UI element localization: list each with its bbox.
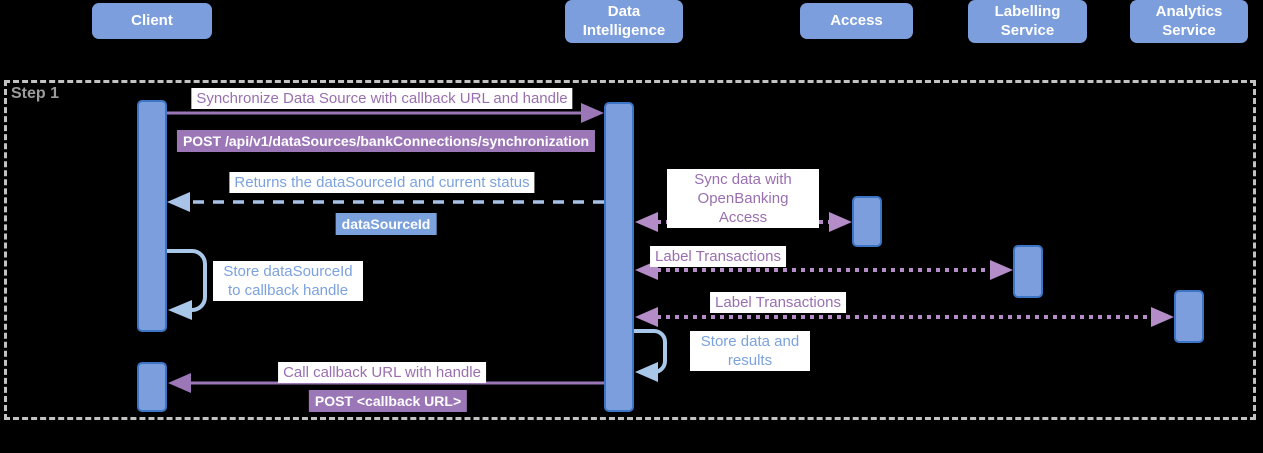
actor-access: Access xyxy=(800,3,913,39)
activation-bar-access xyxy=(852,196,882,247)
message-sync-response-badge: dataSourceId xyxy=(335,213,437,235)
message-label-transactions-labelling: Label Transactions xyxy=(650,246,786,267)
actor-labelling-service: Labelling Service xyxy=(968,0,1087,43)
actor-client: Client xyxy=(92,3,212,39)
message-store-datasourceid-label: Store dataSourceId to callback handle xyxy=(213,261,363,301)
message-label-transactions-analytics: Label Transactions xyxy=(710,292,846,313)
activation-bar-labelling-service xyxy=(1013,245,1043,298)
message-sync-request-label: Synchronize Data Source with callback UR… xyxy=(191,88,573,109)
message-callback-label: Call callback URL with handle xyxy=(278,362,486,383)
activation-bar-client-2 xyxy=(137,362,167,412)
message-sync-response-label: Returns the dataSourceId and current sta… xyxy=(229,172,535,193)
message-openbanking-sync-label: Sync data with OpenBanking Access xyxy=(667,169,819,228)
activation-bar-analytics-service xyxy=(1174,290,1204,343)
activation-bar-data-intelligence xyxy=(604,102,634,412)
step-frame-label: Step 1 xyxy=(11,85,60,102)
activation-bar-client-1 xyxy=(137,100,167,332)
message-sync-request-badge: POST /api/v1/dataSources/bankConnections… xyxy=(176,130,596,152)
actor-analytics-service: Analytics Service xyxy=(1130,0,1248,43)
message-store-data-results-label: Store data and results xyxy=(690,331,810,371)
actor-data-intelligence: Data Intelligence xyxy=(565,0,683,43)
step-frame xyxy=(4,80,1256,420)
message-callback-badge: POST <callback URL> xyxy=(308,390,468,412)
